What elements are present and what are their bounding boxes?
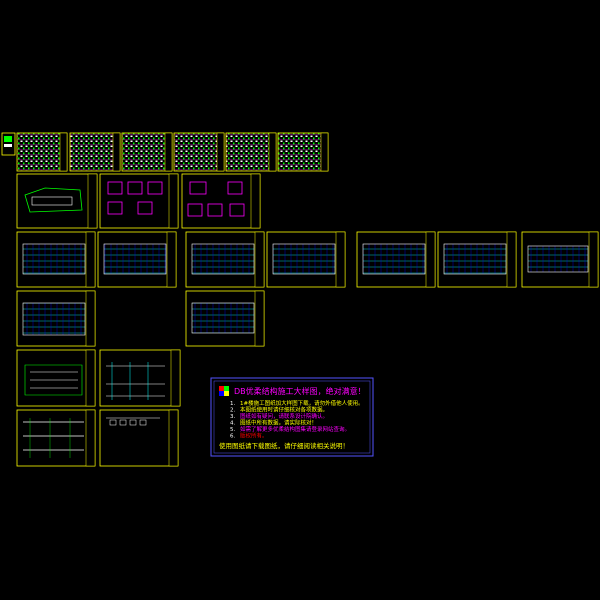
sheet-row4[interactable] bbox=[16, 290, 265, 347]
notice-footer: 使用图纸请下载图纸，请仔细阅读相关说明！ bbox=[219, 441, 349, 450]
sheet-row1[interactable] bbox=[16, 132, 329, 172]
notice-item-number: 3. bbox=[230, 414, 235, 420]
notice-item-number: 6. bbox=[230, 434, 235, 440]
notice-item-text: 图纸中所有数据，请实际核对！ bbox=[240, 419, 317, 427]
notice-item-text: 本图纸使用时请仔细核对各项数据。 bbox=[240, 406, 328, 414]
notice-item-text: 如需了解更多优柔结构图集请登录网站查询。 bbox=[240, 425, 350, 433]
sheet-row3[interactable] bbox=[16, 231, 599, 288]
notice-panel: DB优柔结构施工大样图，绝对满意！ 1. 1#楼施工图纸加大样图下载，请勿外借他人… bbox=[210, 377, 374, 457]
sheet-index[interactable] bbox=[1, 132, 16, 156]
sheet-row5[interactable] bbox=[16, 349, 181, 407]
notice-item-number: 1. bbox=[230, 401, 235, 407]
notice-item-number: 5. bbox=[230, 427, 235, 433]
notice-item-text: 版权所有。 bbox=[240, 432, 268, 440]
colorful-logo-icon bbox=[219, 386, 229, 396]
notice-item-number: 2. bbox=[230, 408, 235, 414]
notice-item-number: 4. bbox=[230, 421, 235, 427]
sheet-row2[interactable] bbox=[16, 173, 261, 229]
notice-item-text: 图纸如有疑问，请联系设计院确认。 bbox=[240, 412, 328, 420]
notice-item-text: 1#楼施工图纸加大样图下载，请勿外借他人使用。 bbox=[240, 399, 364, 407]
sheet-row6[interactable] bbox=[16, 409, 179, 467]
notice-title: DB优柔结构施工大样图，绝对满意！ bbox=[234, 386, 366, 396]
